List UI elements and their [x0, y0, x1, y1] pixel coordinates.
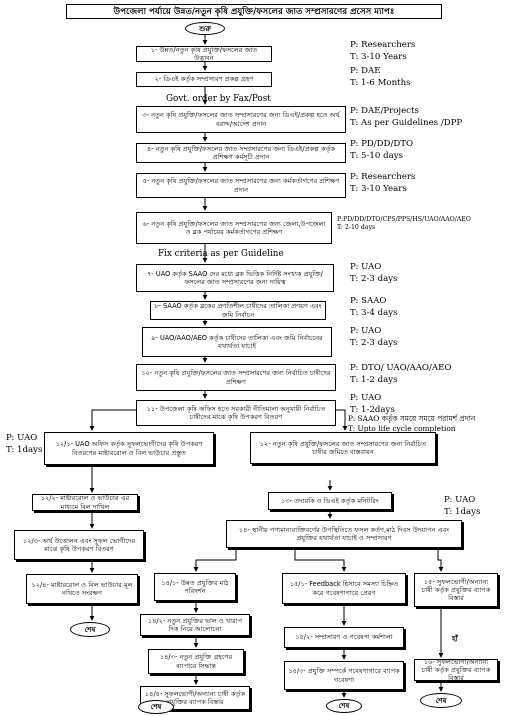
end-node-2: শেষ	[138, 700, 174, 714]
step-12: ১২- নতুন কৃষি প্রযুক্তি/ফসলের জাত সম্প্র…	[250, 432, 436, 464]
end-node-3: শেষ	[326, 699, 362, 713]
step-11: ১১- উপজেলা কৃষি অফিস হতে সরকারী নীতিমালা…	[136, 400, 336, 426]
step-1: ১- উন্নত/নতুন কৃষি প্রযুক্তি/ফসলের জাত উ…	[136, 46, 272, 62]
step-6: ৬- নতুন কৃষি প্রযুক্তি/ফসলের জাত সম্প্রস…	[136, 212, 332, 244]
step-15-3: ১৫/৩- প্রযুক্তি সম্পর্কে গবেষণাগারে ব্যা…	[284, 661, 404, 690]
step-12-2: ১২/২- মাষ্টাররোল ও ভাউচার এর মাধ্যমে বিল…	[32, 494, 138, 511]
step-4: ৪- নতুন কৃষি প্রযুক্তি/ফসলের জাত সম্প্রস…	[136, 143, 346, 163]
step-5: ৫- নতুন কৃষি প্রযুক্তি/ফসলের জাত সম্প্রস…	[136, 173, 346, 198]
step-14: ১৪- স্থানীয় গণ্যমান্যব্যক্তিবর্গের উপস্…	[226, 520, 462, 548]
step-14-4: ১৪/৪- সুফলভোগী/অন্যান্য চাষী কর্তৃক প্রয…	[140, 686, 250, 710]
step-14-3: ১৪/৩- নতুন প্রযুক্তি গ্রহণের ব্যাপারে সি…	[148, 649, 244, 674]
step-16: ১৬- সুফলভোগী/অন্যান্য চাষী কর্তৃক প্রযুক…	[414, 659, 498, 681]
step-8: ৮- SAAO কর্তৃক ব্লকের প্রগতিশীল চাষীদের …	[150, 301, 326, 320]
step-12-3: ১২/৩- অর্থ উত্তোলন এবং সুফল ভোগীদের মাঝে…	[14, 530, 144, 560]
diagram-title: উপজেলা পর্যায়ে উন্নত/নতুন কৃষি প্রযুক্ত…	[66, 4, 442, 19]
step-13: ১৩- তদারকি ও ডিএই কর্তৃক মনিটরিং	[268, 492, 392, 510]
step-15-2: ১৫/২- সম্প্রসারণ ও গবেষণা কর্মশালা	[284, 627, 404, 648]
step-3: ৩- নতুন কৃষি প্রযুক্তি/ফসলের জাত সম্প্রস…	[136, 106, 346, 133]
govt-order-label: Govt. order by Fax/Post	[166, 94, 271, 104]
fix-criteria-label: Fix criteria as per Guideline	[158, 249, 284, 259]
end-node-4: শেষ	[420, 693, 462, 708]
step-14-2: ১৪/২- নতুন প্রযুক্তির ভাল ও খারাপ দিক নি…	[140, 614, 250, 636]
yes-branch-label: হাঁ	[452, 635, 458, 643]
step-9: ৯- UAO/AAO/AEO কর্তৃক চাষীদের তালিকা এবং…	[142, 327, 332, 357]
step-7: ৭- UAO কর্তৃক SAAO দের মধ্যে ব্লক ভিত্তি…	[136, 264, 334, 292]
end-node-1: শেষ	[70, 622, 110, 637]
step-14-1: ১৪/১- উন্নত প্রযুক্তির মাঠ পরিদর্শন	[154, 573, 236, 601]
start-node: শুরু	[185, 22, 225, 35]
step-2: ২- ডিএই কর্তৃক সম্প্রসারণ প্রকল্প গ্রহণ	[136, 72, 272, 87]
note-step-12: P: SAAO কর্তৃক সময়ে সময়ে পরামর্শ প্রদা…	[348, 414, 476, 433]
step-10: ১০- নতুন কৃষি প্রযুক্তি/ফসলের জাত সম্প্র…	[136, 364, 336, 391]
step-15: ১৫- সুফলভোগী/অন্যান্য চাষী কর্তৃক প্রযুক…	[414, 573, 498, 607]
step-12-1: ১২/১- UAO অফিস কর্তৃক সুফলভোগীদের কৃষি উ…	[44, 432, 214, 465]
step-15-1: ১৫/১- Feedback হিসাবে সমস্যা চিহ্নিত করে…	[282, 573, 406, 604]
step-12-4: ১২/৪- মাষ্টাররোল ও বিল ভাউচার মূল নথিতে …	[26, 574, 138, 604]
